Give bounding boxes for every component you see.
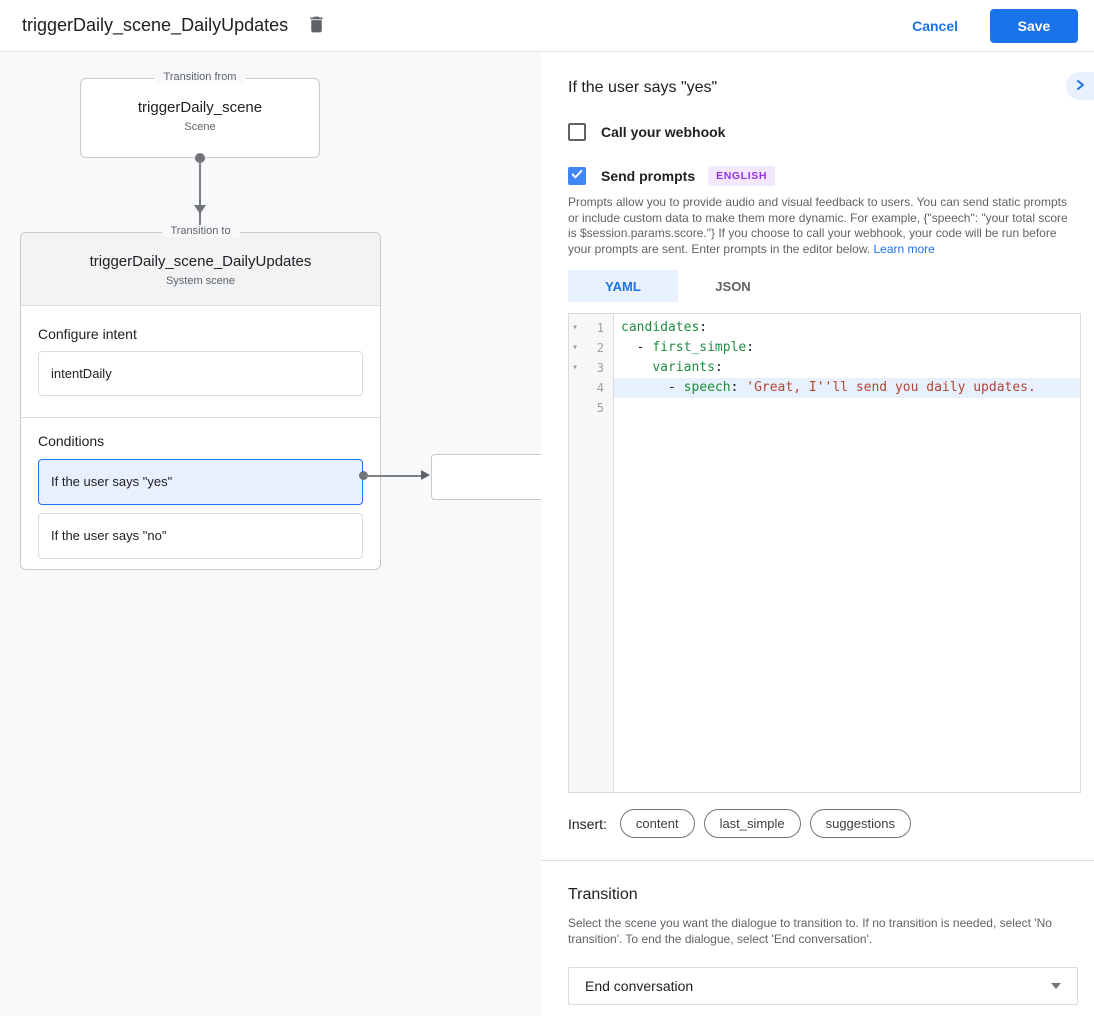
yaml-string: 'Great, I''ll send you daily updates. (746, 380, 1036, 395)
transition-from-node[interactable]: Transition from triggerDaily_scene Scene (80, 71, 320, 158)
code-line-4-highlighted: - speech: 'Great, I''ll send you daily u… (614, 378, 1080, 398)
language-badge: ENGLISH (708, 166, 775, 186)
transition-to-legend: Transition to (161, 225, 240, 237)
condition-detail-panel: If the user says "yes" Call your webhook… (541, 52, 1094, 1016)
to-scene-type: System scene (165, 275, 236, 287)
code-text: : (730, 380, 747, 395)
prompts-description-text: Prompts allow you to provide audio and v… (568, 195, 1068, 256)
cancel-button[interactable]: Cancel (912, 17, 958, 34)
editor-gutter: ▾1 ▾2 ▾3 4 5 (569, 314, 614, 792)
send-prompts-label: Send prompts (601, 168, 696, 184)
page-title: triggerDaily_scene_DailyUpdates (22, 15, 289, 35)
gutter-line-5: 5 (569, 398, 613, 418)
send-prompts-checkbox[interactable] (568, 167, 586, 185)
connector-dot (195, 153, 205, 163)
transition-target-node[interactable] (431, 454, 541, 500)
to-scene-name: triggerDaily_scene_DailyUpdates (89, 253, 312, 270)
transition-select[interactable]: End conversation (568, 967, 1078, 1005)
prompts-description: Prompts allow you to provide audio and v… (568, 195, 1078, 257)
line-number: 2 (596, 341, 604, 355)
code-line-2: - first_simple: (614, 338, 1080, 358)
learn-more-link[interactable]: Learn more (873, 241, 935, 256)
chevron-right-icon (1075, 79, 1086, 94)
trash-icon (306, 14, 327, 38)
code-text: : (746, 340, 755, 355)
gutter-line-2: ▾2 (569, 338, 613, 358)
fold-icon[interactable]: ▾ (572, 342, 579, 353)
code-line-1: candidates: (614, 318, 1080, 338)
transition-select-value: End conversation (585, 978, 694, 994)
transition-from-legend: Transition from (154, 71, 246, 83)
call-webhook-label: Call your webhook (601, 124, 726, 140)
call-webhook-checkbox[interactable] (568, 123, 586, 141)
code-line-3: variants: (614, 358, 1080, 378)
prompts-checkbox-row: Send prompts ENGLISH (568, 166, 1078, 186)
yaml-key: speech (683, 380, 731, 395)
section-divider (541, 860, 1094, 861)
gutter-line-1: ▾1 (569, 318, 613, 338)
yaml-key: variants (652, 360, 715, 375)
editor-code-area[interactable]: candidates: - first_simple: variants: - … (614, 314, 1080, 792)
tab-yaml[interactable]: YAML (568, 270, 678, 302)
gutter-line-4: 4 (569, 378, 613, 398)
yaml-key: candidates (621, 320, 700, 335)
panel-title: If the user says "yes" (568, 79, 718, 96)
top-bar: triggerDaily_scene_DailyUpdates Cancel S… (0, 0, 1094, 52)
scene-diagram-panel: Transition from triggerDaily_scene Scene… (0, 52, 541, 1016)
insert-chip-content[interactable]: content (619, 809, 695, 838)
transition-section-title: Transition (568, 886, 638, 903)
code-text: - (621, 380, 684, 395)
code-text: : (699, 320, 708, 335)
line-number: 3 (596, 361, 604, 375)
condition-item-yes[interactable]: If the user says "yes" (38, 459, 363, 505)
configure-intent-label: Configure intent (38, 326, 137, 342)
insert-chips-row: Insert: content last_simple suggestions (568, 809, 1078, 838)
card-divider (21, 417, 380, 418)
fold-icon[interactable]: ▾ (572, 322, 579, 333)
conditions-label: Conditions (38, 433, 105, 449)
dropdown-caret-icon (1051, 983, 1061, 989)
fold-icon[interactable]: ▾ (572, 362, 579, 373)
yaml-key: first_simple (652, 340, 747, 355)
code-line-5 (614, 398, 1080, 418)
line-number: 1 (596, 321, 604, 335)
intent-item[interactable]: intentDaily (38, 351, 363, 396)
scene-card-body: Configure intent intentDaily Conditions … (21, 326, 380, 559)
scene-card-header: triggerDaily_scene_DailyUpdates System s… (21, 233, 380, 306)
insert-chip-suggestions[interactable]: suggestions (809, 809, 911, 838)
connector-line-horizontal (365, 475, 423, 477)
transition-description: Select the scene you want the dialogue t… (568, 916, 1052, 946)
editor-format-tabs: YAML JSON (568, 270, 1078, 302)
from-scene-name: triggerDaily_scene (137, 99, 263, 116)
insert-chip-last-simple[interactable]: last_simple (703, 809, 801, 838)
condition-item-no[interactable]: If the user says "no" (38, 513, 363, 559)
prompt-code-editor[interactable]: ▾1 ▾2 ▾3 4 5 candidates: - first_simple:… (568, 313, 1081, 793)
transition-to-card: Transition to triggerDaily_scene_DailyUp… (20, 225, 381, 570)
collapse-panel-button[interactable] (1066, 72, 1094, 100)
from-scene-type: Scene (184, 121, 216, 133)
insert-label: Insert: (568, 815, 607, 832)
arrowhead-right-icon (421, 470, 430, 480)
code-text (621, 360, 652, 375)
line-number: 4 (596, 381, 604, 395)
arrowhead-down-icon (194, 205, 206, 214)
delete-scene-button[interactable] (306, 14, 327, 38)
connector-dot (359, 471, 368, 480)
save-button[interactable]: Save (990, 8, 1078, 43)
line-number: 5 (596, 401, 604, 415)
webhook-checkbox-row: Call your webhook (568, 123, 1078, 141)
checkmark-icon (570, 167, 584, 186)
code-text: : (714, 360, 723, 375)
code-text: - (621, 340, 653, 355)
gutter-line-3: ▾3 (569, 358, 613, 378)
tab-json[interactable]: JSON (715, 278, 751, 294)
